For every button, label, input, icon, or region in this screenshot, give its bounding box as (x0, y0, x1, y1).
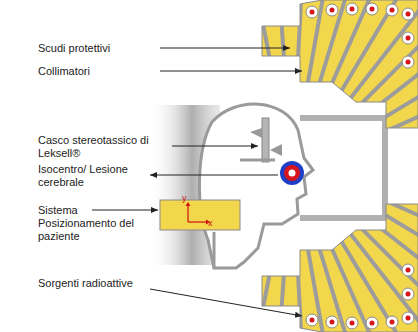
part-label: Collimatori (38, 65, 156, 78)
part-label: Sistema Posizionamento del paziente (38, 204, 158, 243)
part-label: Isocentro/ Lesione cerebrale (38, 163, 146, 189)
part-label: Sorgenti radioattive (38, 277, 148, 290)
part-label: Scudi protettivi (38, 42, 156, 55)
axis-label: y (182, 193, 194, 203)
part-label: Casco stereotassico di Leksell® (38, 134, 170, 160)
axis-label: x (208, 218, 220, 228)
